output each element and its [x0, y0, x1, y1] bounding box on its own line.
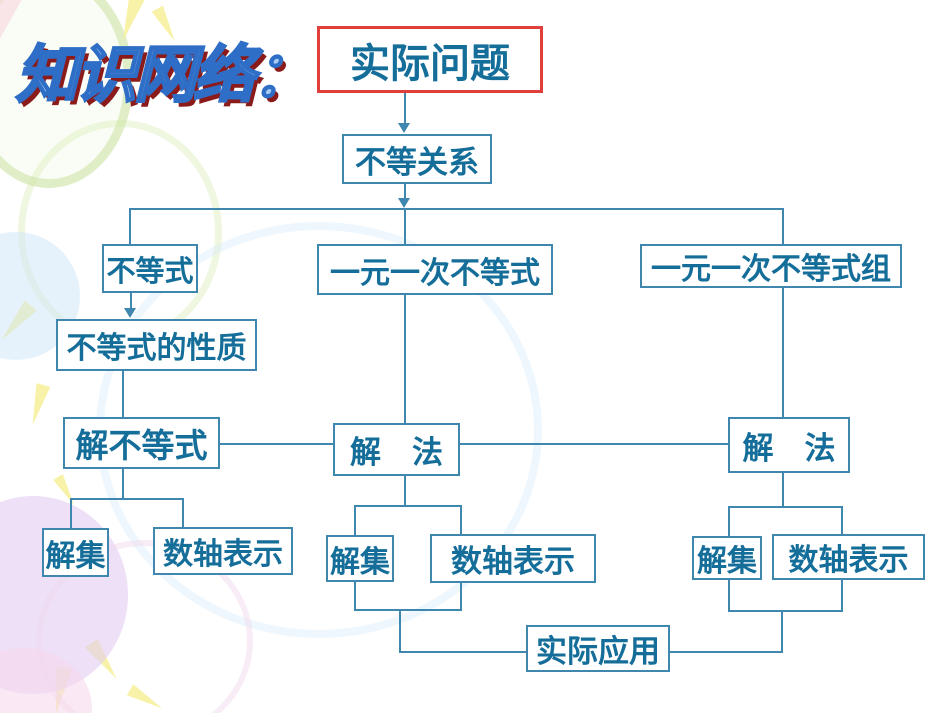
node-solve-inequality: 解不等式: [63, 417, 220, 469]
node-solution-set-right: 解集: [692, 536, 762, 580]
balloon-decoration: [0, 496, 128, 694]
node-inequality: 不等式: [102, 244, 198, 293]
connector-line: [122, 371, 124, 417]
node-number-line-right: 数轴表示: [772, 534, 925, 580]
sparkle-decoration: [53, 474, 79, 508]
connector-line: [70, 498, 184, 500]
connector-line: [404, 93, 406, 124]
node-inequality-relation: 不等关系: [342, 134, 492, 184]
connector-line: [404, 184, 406, 199]
balloon-decoration: [18, 120, 222, 344]
arrow-down-icon: [124, 308, 136, 318]
connector-line: [460, 443, 728, 445]
node-solution-set-mid: 解集: [326, 535, 394, 582]
connector-line: [404, 476, 406, 505]
connector-line: [220, 443, 333, 445]
node-linear-inequality-group: 一元一次不等式组: [640, 244, 902, 288]
sparkle-decoration: [48, 666, 72, 713]
connector-line: [354, 609, 462, 611]
node-linear-inequality: 一元一次不等式: [317, 244, 553, 295]
connector-line: [129, 208, 784, 210]
sparkle-decoration: [126, 684, 166, 713]
connector-line: [782, 473, 784, 506]
node-practical-problem: 实际问题: [317, 26, 543, 93]
connector-line: [404, 208, 406, 244]
arrow-down-icon: [398, 123, 410, 133]
balloon-decoration: [0, 648, 92, 713]
connector-line: [404, 295, 406, 423]
connector-line: [782, 208, 784, 244]
connector-line: [354, 505, 462, 507]
connector-line: [781, 610, 783, 653]
arrow-down-icon: [398, 198, 410, 208]
connector-line: [122, 469, 124, 498]
connector-line: [728, 506, 843, 508]
connector-line: [182, 498, 184, 527]
node-practical-application: 实际应用: [526, 625, 670, 672]
node-solution-set-left: 解集: [42, 528, 109, 577]
connector-line: [399, 651, 526, 653]
connector-line: [70, 498, 72, 528]
connector-line: [130, 293, 132, 309]
node-solution-method-right: 解 法: [728, 417, 850, 473]
sparkle-decoration: [0, 300, 37, 346]
connector-line: [399, 609, 401, 653]
page-title: 知识网络：: [15, 41, 316, 112]
sparkle-decoration: [25, 383, 51, 427]
node-inequality-properties: 不等式的性质: [56, 319, 257, 371]
connector-line: [129, 208, 131, 244]
node-solution-method-mid: 解 法: [333, 423, 460, 476]
connector-line: [670, 651, 782, 653]
node-number-line-mid: 数轴表示: [430, 534, 596, 583]
sparkle-decoration: [85, 638, 123, 684]
connector-line: [728, 610, 843, 612]
connector-line: [782, 288, 784, 417]
node-number-line-left: 数轴表示: [153, 527, 293, 575]
